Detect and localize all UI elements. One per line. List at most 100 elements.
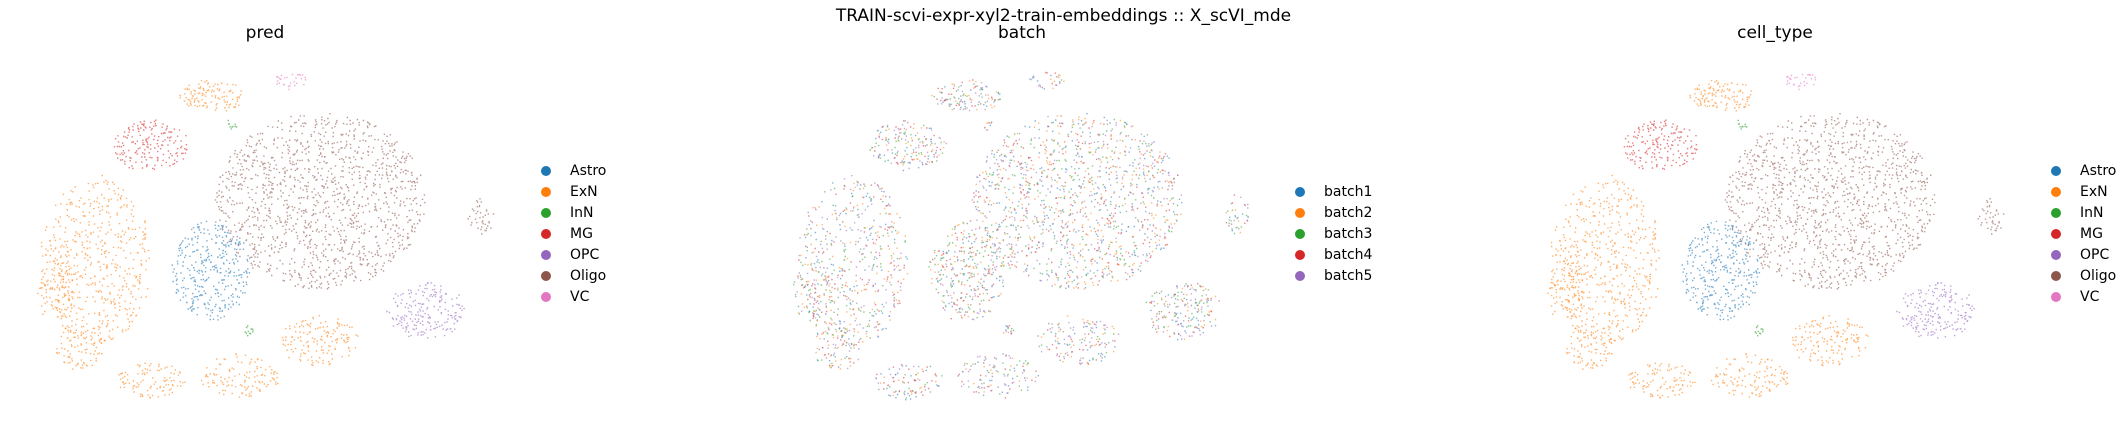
umap-scatter-batch xyxy=(793,71,1249,401)
legend-label: ExN xyxy=(570,183,598,200)
batch-point-cloud xyxy=(941,85,1001,110)
batch-point-cloud xyxy=(1149,283,1220,338)
legend-entry: batch2 xyxy=(1295,202,1372,223)
legend-entry: MG xyxy=(541,223,606,244)
batch-point-cloud xyxy=(1005,330,1013,334)
batch-point-cloud xyxy=(962,360,1029,395)
umap-scatter-pred xyxy=(37,73,495,399)
cluster-point-cloud xyxy=(1689,79,1752,112)
umap-scatter-cell-type xyxy=(1547,73,2005,399)
legend-swatch-icon xyxy=(2051,186,2061,197)
legend-swatch-icon xyxy=(1295,228,1305,239)
batch-point-cloud xyxy=(1040,315,1115,366)
batch-point-cloud xyxy=(875,120,938,172)
legend-swatch-icon xyxy=(2051,207,2061,218)
legend-entry: batch4 xyxy=(1295,244,1372,265)
cluster-point-cloud xyxy=(118,362,186,399)
legend-swatch-icon xyxy=(541,270,551,281)
batch-point-cloud xyxy=(1040,322,1115,361)
legend-swatch-icon xyxy=(1295,186,1305,197)
legend-label: OPC xyxy=(2080,246,2110,263)
cluster-point-cloud xyxy=(1786,73,1817,91)
cluster-point-cloud xyxy=(37,259,74,320)
legend-label: VC xyxy=(2080,288,2100,305)
legend-swatch-icon xyxy=(1295,270,1305,281)
batch-point-cloud xyxy=(1007,327,1015,332)
batch-point-cloud xyxy=(804,181,908,340)
legend-label: OPC xyxy=(570,246,600,263)
legend-entry: Astro xyxy=(541,160,606,181)
batch-point-cloud xyxy=(1151,285,1213,340)
batch-point-cloud xyxy=(1037,321,1116,364)
cluster-point-cloud xyxy=(113,119,188,170)
legend-entry: OPC xyxy=(2051,244,2116,265)
cluster-point-cloud xyxy=(200,353,279,398)
batch-point-cloud xyxy=(973,115,1179,289)
legend-swatch-icon xyxy=(2051,228,2061,239)
batch-point-cloud xyxy=(873,124,947,170)
cluster-point-cloud xyxy=(1724,113,1936,290)
legend-entry: batch3 xyxy=(1295,223,1372,244)
batch-point-cloud xyxy=(869,124,944,164)
legend-entry: Oligo xyxy=(541,265,606,286)
legend-label: Oligo xyxy=(2080,267,2117,284)
batch-point-cloud xyxy=(933,83,1001,111)
legend-entry: InN xyxy=(541,202,606,223)
batch-point-cloud xyxy=(932,220,1005,320)
legend-label: ExN xyxy=(2080,183,2108,200)
cluster-point-cloud xyxy=(227,119,238,130)
batch-point-cloud xyxy=(871,123,945,166)
cluster-point-cloud xyxy=(56,320,106,370)
cluster-point-cloud xyxy=(276,73,307,91)
batch-point-cloud xyxy=(961,355,1037,394)
batch-point-cloud xyxy=(875,365,939,401)
batch-point-cloud xyxy=(796,266,829,320)
legend-swatch-icon xyxy=(541,228,551,239)
legend-label: batch1 xyxy=(1324,183,1373,200)
cluster-point-cloud xyxy=(179,79,242,112)
cluster-point-cloud xyxy=(1791,315,1869,367)
panel-title: pred xyxy=(245,23,285,43)
legend-swatch-icon xyxy=(541,165,551,176)
batch-point-cloud xyxy=(991,121,993,123)
batch-point-cloud xyxy=(957,353,1040,396)
batch-point-cloud xyxy=(876,364,937,396)
batch-point-cloud xyxy=(940,82,989,112)
batch-point-cloud xyxy=(1060,79,1063,81)
batch-point-cloud xyxy=(1029,74,1061,90)
batch-point-cloud xyxy=(1038,320,1120,366)
batch-point-cloud xyxy=(798,183,905,346)
legend-entry: InN xyxy=(2051,202,2116,223)
batch-point-cloud xyxy=(1227,209,1248,235)
cluster-point-cloud xyxy=(1566,320,1616,370)
legend-entry: VC xyxy=(541,286,606,307)
legend-entry: ExN xyxy=(2051,181,2116,202)
batch-point-cloud xyxy=(1041,71,1057,89)
legend-label: InN xyxy=(2080,204,2104,221)
batch-point-cloud xyxy=(1230,196,1249,222)
batch-point-cloud xyxy=(975,113,1183,289)
legend-swatch-icon xyxy=(2051,291,2061,302)
batch-point-cloud xyxy=(1007,325,1012,335)
legend-entry: Astro xyxy=(2051,160,2116,181)
legend-label: batch2 xyxy=(1324,204,1373,221)
legend-label: Oligo xyxy=(570,267,607,284)
legend-label: InN xyxy=(570,204,594,221)
legend-label: MG xyxy=(570,225,593,242)
batch-point-cloud xyxy=(984,122,989,131)
legend-entry: batch5 xyxy=(1295,265,1372,286)
cluster-point-cloud xyxy=(171,220,251,321)
batch-point-cloud xyxy=(1150,285,1217,341)
panel-title: cell_type xyxy=(1737,23,1813,43)
batch-point-cloud xyxy=(1003,331,1010,334)
batch-point-cloud xyxy=(817,331,860,370)
legend-swatch-icon xyxy=(2051,270,2061,281)
scatter-points xyxy=(1547,73,2005,399)
legend-label: MG xyxy=(2080,225,2103,242)
scatter-points xyxy=(793,71,1249,401)
batch-point-cloud xyxy=(1050,74,1065,90)
batch-point-cloud xyxy=(975,115,1182,290)
